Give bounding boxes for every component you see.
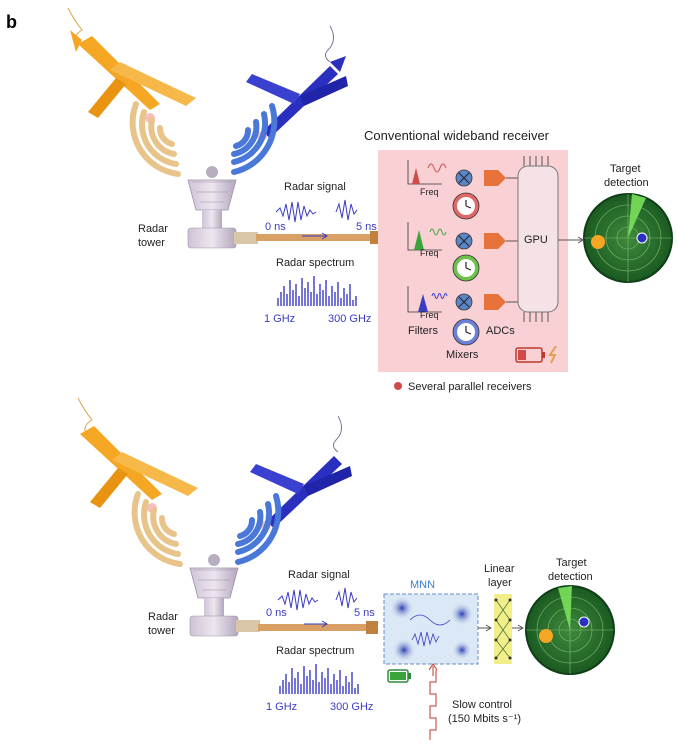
time-start-label: 0 ns: [266, 607, 287, 619]
cable: [258, 624, 370, 631]
receiver-row-2: Freq: [407, 222, 518, 282]
radar-spectrum-bars: [277, 276, 357, 306]
radar-tower-label-line2: tower: [148, 625, 175, 637]
time-start-label: 0 ns: [265, 221, 286, 233]
mnn-label: MNN: [410, 579, 435, 591]
linear-layer-block: [494, 594, 512, 664]
blue-radar-waves: [231, 103, 278, 175]
radar-signal-label: Radar signal: [284, 181, 346, 193]
freq-label-2: Freq: [420, 248, 439, 258]
blue-radar-waves: [235, 493, 282, 565]
radar-display-icon: [525, 585, 615, 675]
receiver-title: Conventional wideband receiver: [364, 128, 550, 143]
freq-end-label: 300 GHz: [330, 701, 373, 713]
adc-icon: [484, 170, 506, 186]
orange-plane-icon: [77, 397, 198, 513]
linear-output-arrow: [517, 624, 524, 632]
legend-dot: [394, 382, 402, 390]
slow-control-rate: (150 Mbits s⁻¹): [448, 713, 521, 725]
connector: [366, 621, 378, 634]
top-scenario: Radar tower Radar signal 0 ns 5 ns Radar…: [67, 7, 673, 393]
radar-signal-waveform: [275, 199, 358, 223]
target-detection-title-line2: detection: [548, 571, 593, 583]
radar-tower-label-line1: Radar: [138, 223, 168, 235]
adcs-label: ADCs: [486, 325, 515, 337]
receiver-row-3: Freq: [407, 286, 518, 346]
gpu-label: GPU: [524, 234, 548, 246]
blue-plane-icon: [250, 415, 352, 531]
time-arrow-head: [321, 620, 328, 628]
time-end-label: 5 ns: [354, 607, 375, 619]
filters-label: Filters: [408, 325, 438, 337]
legend-text: Several parallel receivers: [408, 381, 532, 393]
mixers-label: Mixers: [446, 349, 479, 361]
radar-display-icon: [583, 193, 673, 283]
time-end-label: 5 ns: [356, 221, 377, 233]
orange-radar-waves: [129, 101, 181, 177]
gpu-output-arrow: [577, 236, 584, 244]
freq-start-label: 1 GHz: [266, 701, 297, 713]
gpu-chip: [517, 156, 559, 322]
slow-control-signal: [428, 663, 438, 740]
battery-low-icon: [515, 345, 557, 364]
receiver-row-1: Freq: [407, 160, 518, 220]
cable: [256, 234, 376, 241]
radar-spectrum-label: Radar spectrum: [276, 257, 354, 269]
adc-icon: [484, 233, 506, 249]
time-arrow-head: [321, 232, 328, 240]
freq-label-1: Freq: [420, 187, 439, 197]
slow-control-label: Slow control: [452, 699, 512, 711]
orange-plane-icon: [67, 7, 196, 123]
freq-start-label: 1 GHz: [264, 313, 295, 325]
freq-end-label: 300 GHz: [328, 313, 371, 325]
blue-plane-icon: [246, 25, 348, 141]
mnn-box: [383, 593, 479, 665]
target-detection-title-line1: Target: [556, 557, 587, 569]
bottom-scenario: Radar tower Radar signal 0 ns 5 ns Radar…: [77, 397, 615, 740]
linear-layer-label-line1: Linear: [484, 563, 515, 575]
battery-full-icon: [387, 669, 411, 683]
radar-signal-label: Radar signal: [288, 569, 350, 581]
radar-tower-icon: [189, 554, 260, 637]
radar-tower-icon: [187, 166, 258, 249]
radar-tower-label-line2: tower: [138, 237, 165, 249]
orange-radar-waves: [131, 491, 183, 567]
radar-signal-waveform: [277, 587, 358, 611]
radar-tower-label-line1: Radar: [148, 611, 178, 623]
freq-label-3: Freq: [420, 310, 439, 320]
adc-icon: [484, 294, 506, 310]
mnn-output-arrow: [485, 624, 492, 632]
linear-layer-label-line2: layer: [488, 577, 512, 589]
radar-spectrum-label: Radar spectrum: [276, 645, 354, 657]
target-detection-title-line1: Target: [610, 163, 641, 175]
radar-spectrum-bars: [279, 664, 359, 694]
target-detection-title-line2: detection: [604, 177, 649, 189]
panel-letter: b: [6, 12, 17, 32]
